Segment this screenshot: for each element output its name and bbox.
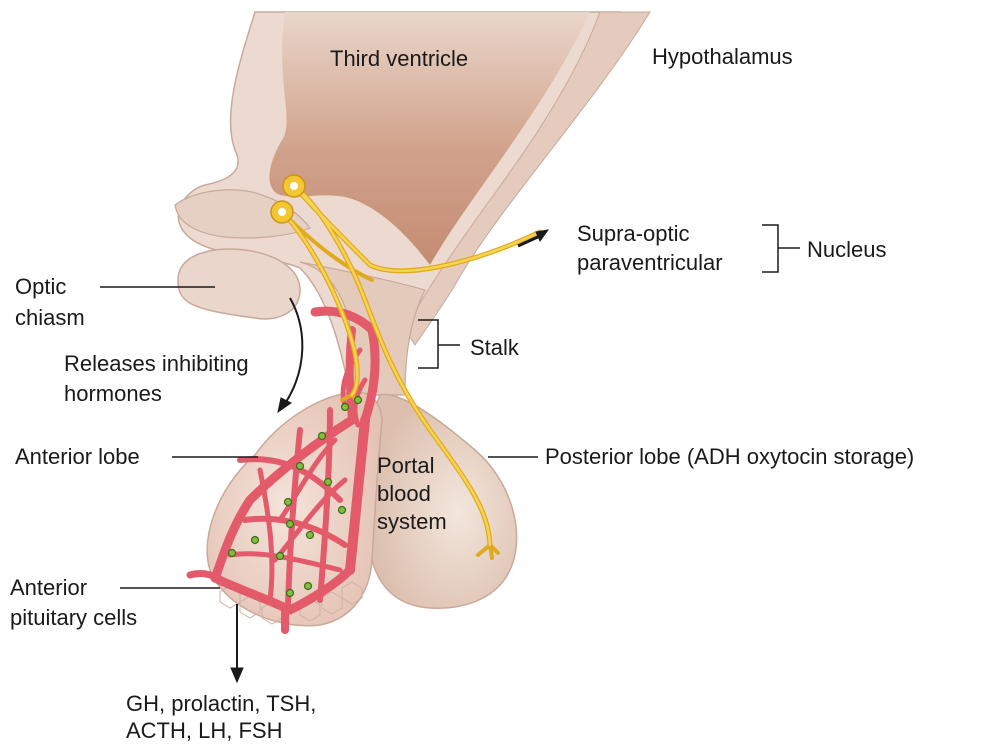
supra-optic-label: Supra-optic bbox=[577, 220, 690, 247]
anterior-cells-label-line2: pituitary cells bbox=[10, 604, 137, 631]
posterior-lobe-label: Posterior lobe (ADH oxytocin storage) bbox=[545, 443, 914, 470]
hormones-label-line1: GH, prolactin, TSH, bbox=[126, 690, 316, 717]
optic-chiasm-label-line1: Optic bbox=[15, 273, 66, 300]
third-ventricle-label: Third ventricle bbox=[330, 45, 468, 72]
anterior-lobe-label: Anterior lobe bbox=[15, 443, 140, 470]
portal-label-line2: blood bbox=[377, 480, 431, 507]
optic-chiasm-label-line2: chiasm bbox=[15, 304, 85, 331]
releases-label-line1: Releases inhibiting bbox=[64, 350, 249, 377]
paraventricular-label: paraventricular bbox=[577, 249, 723, 276]
portal-label-line1: Portal bbox=[377, 452, 434, 479]
anterior-cells-label-line1: Anterior bbox=[10, 574, 87, 601]
hypothalamus-label: Hypothalamus bbox=[652, 43, 793, 70]
hormones-label-line2: ACTH, LH, FSH bbox=[126, 717, 282, 744]
releases-arrow bbox=[286, 298, 302, 402]
releases-label-line2: hormones bbox=[64, 380, 162, 407]
nucleus-label: Nucleus bbox=[807, 236, 886, 263]
stalk-label: Stalk bbox=[470, 334, 519, 361]
portal-label-line3: system bbox=[377, 508, 447, 535]
